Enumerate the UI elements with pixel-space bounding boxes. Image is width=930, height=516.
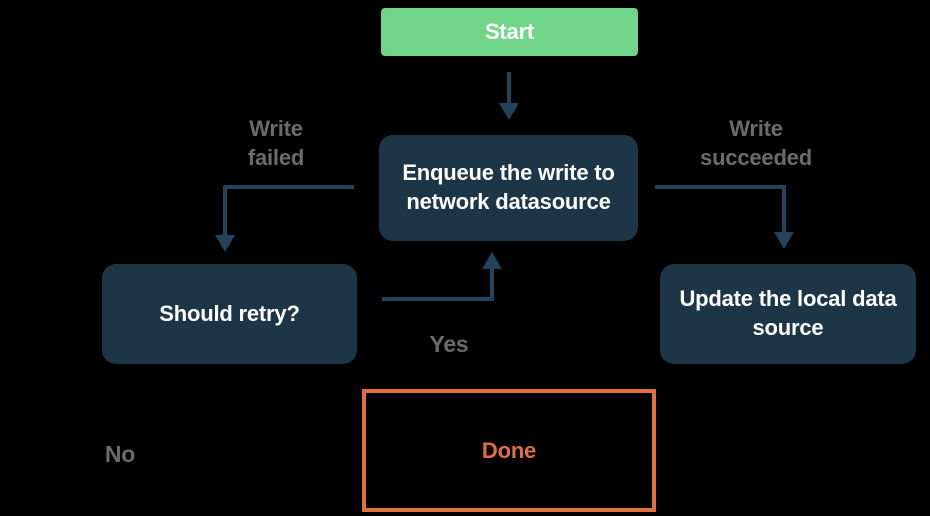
arrow-enqueue-to-retry [215, 185, 354, 252]
node-update-local-source-label: Update the local data source [679, 286, 897, 340]
edge-label-no: No [104, 441, 136, 467]
edge-label-yes: Yes [429, 331, 469, 357]
arrow-retry-to-enqueue [382, 252, 502, 301]
node-start: Start [381, 8, 638, 56]
node-should-retry: Should retry? [102, 264, 357, 364]
edge-label-write-failed: Write failed [247, 116, 305, 170]
node-enqueue-write-label: Enqueue the write to network datasource [402, 160, 615, 214]
node-update-local-source: Update the local data source [660, 264, 916, 364]
node-done: Done [362, 389, 656, 512]
node-start-label: Start [484, 19, 535, 44]
edge-label-write-succeeded: Write succeeded [700, 116, 812, 170]
node-should-retry-label: Should retry? [159, 300, 300, 326]
arrow-enqueue-to-update [655, 185, 794, 249]
node-done-label: Done [481, 437, 537, 463]
arrow-start-to-enqueue [499, 72, 519, 120]
node-enqueue-write: Enqueue the write to network datasource [379, 135, 638, 241]
